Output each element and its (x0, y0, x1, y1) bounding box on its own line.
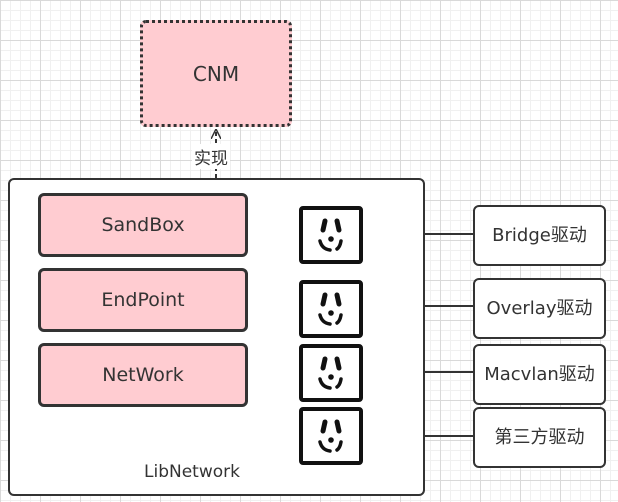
power-socket-icon (299, 206, 363, 264)
power-socket-icon (299, 407, 363, 465)
cnm-box: CNM (140, 20, 292, 127)
cnm-label: CNM (192, 61, 240, 86)
power-socket-icon (299, 344, 363, 402)
driver-macvlan: Macvlan驱动 (473, 344, 606, 405)
component-endpoint: EndPoint (38, 268, 248, 332)
driver-label: Macvlan驱动 (484, 363, 595, 385)
component-label: EndPoint (101, 289, 185, 311)
driver-label: Bridge驱动 (492, 224, 587, 246)
component-label: NetWork (102, 364, 184, 386)
driver-overlay: Overlay驱动 (473, 278, 606, 339)
component-label: SandBox (101, 214, 185, 236)
component-sandbox: SandBox (38, 193, 248, 257)
libnetwork-label: LibNetwork (144, 462, 240, 482)
driver-third-party: 第三方驱动 (473, 407, 606, 468)
component-network: NetWork (38, 343, 248, 407)
power-socket-icon (299, 280, 363, 338)
driver-label: 第三方驱动 (494, 426, 585, 448)
implements-label: 实现 (192, 144, 230, 169)
driver-label: Overlay驱动 (486, 297, 593, 319)
driver-bridge: Bridge驱动 (473, 205, 606, 266)
